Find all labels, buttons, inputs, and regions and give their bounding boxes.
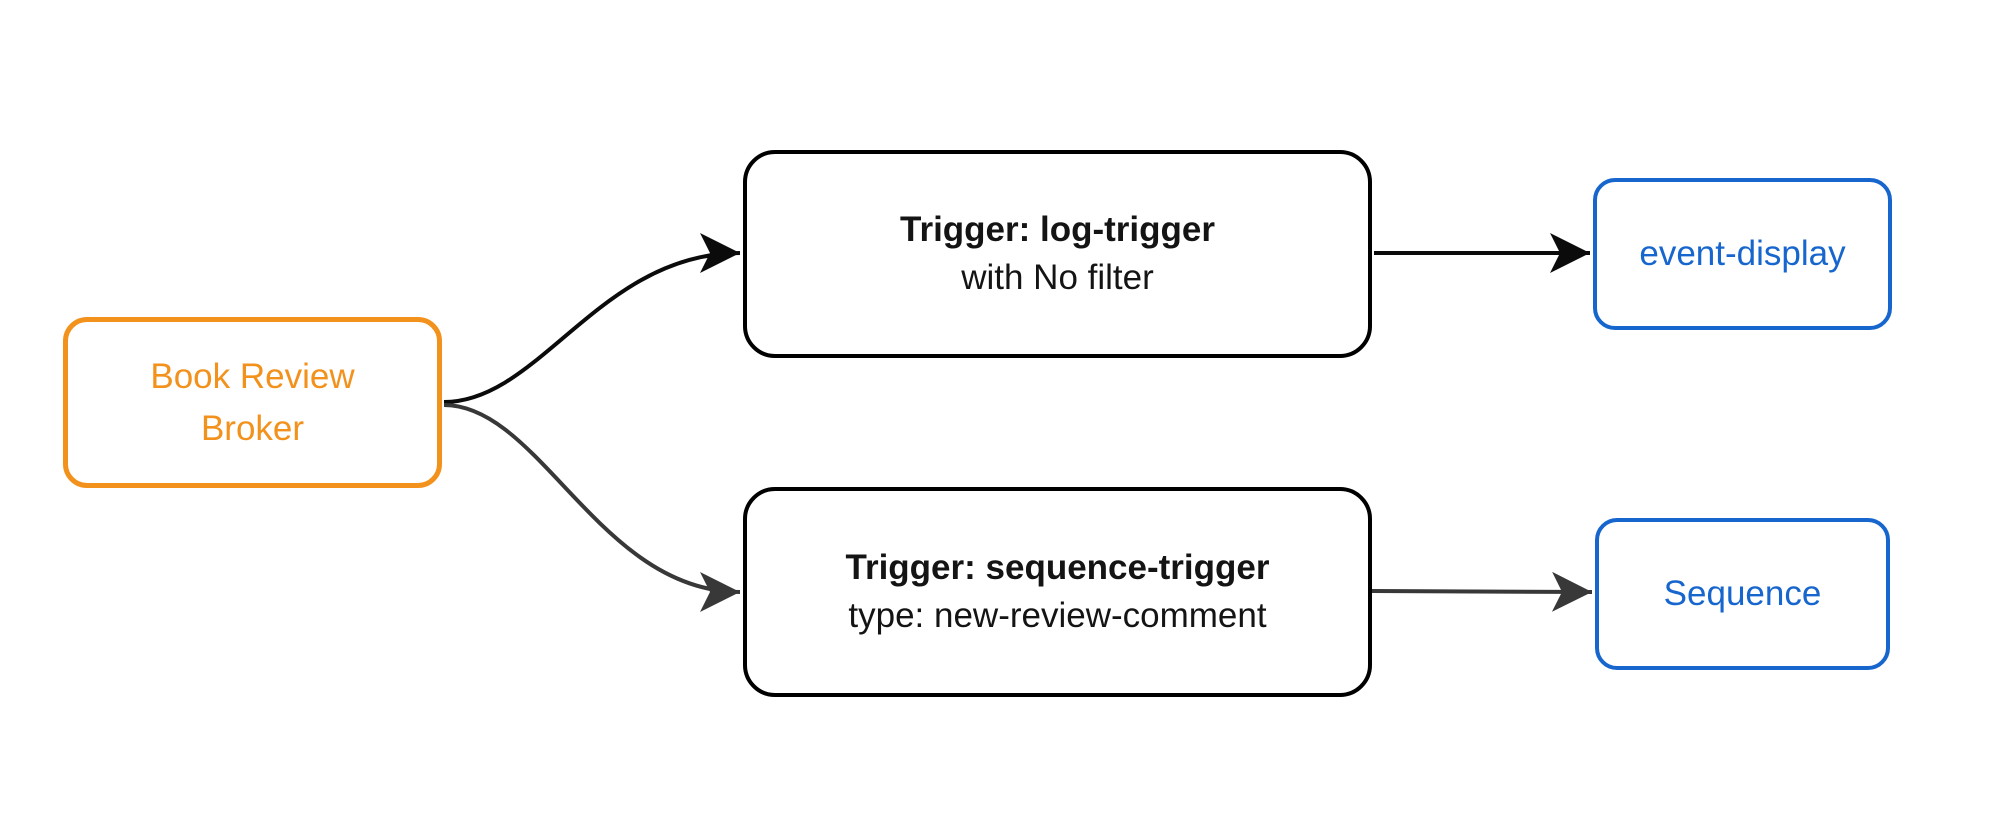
sequence-trigger-title: Trigger: sequence-trigger	[845, 548, 1270, 587]
sequence-trigger-filter: type: new-review-comment	[848, 596, 1267, 635]
node-sequence-trigger: Trigger: sequence-trigger type: new-revi…	[743, 487, 1372, 697]
node-event-display: event-display	[1593, 178, 1892, 330]
edge-broker-to-sequence-trigger	[443, 403, 741, 612]
broker-label-line-1: Book Review	[150, 356, 355, 396]
edge-sequence-trigger-to-sequence	[1371, 571, 1593, 612]
broker-label-line-2: Broker	[200, 408, 305, 448]
log-trigger-title: Trigger: log-trigger	[900, 210, 1215, 249]
log-trigger-filter: with No filter	[961, 258, 1154, 297]
sequence-label: Sequence	[1663, 574, 1822, 613]
node-sequence: Sequence	[1595, 518, 1890, 670]
node-book-review-broker: Book Review Broker	[63, 317, 442, 488]
node-log-trigger: Trigger: log-trigger with No filter	[743, 150, 1372, 358]
edge-broker-to-log-trigger	[443, 233, 741, 404]
event-display-label: event-display	[1639, 234, 1846, 273]
